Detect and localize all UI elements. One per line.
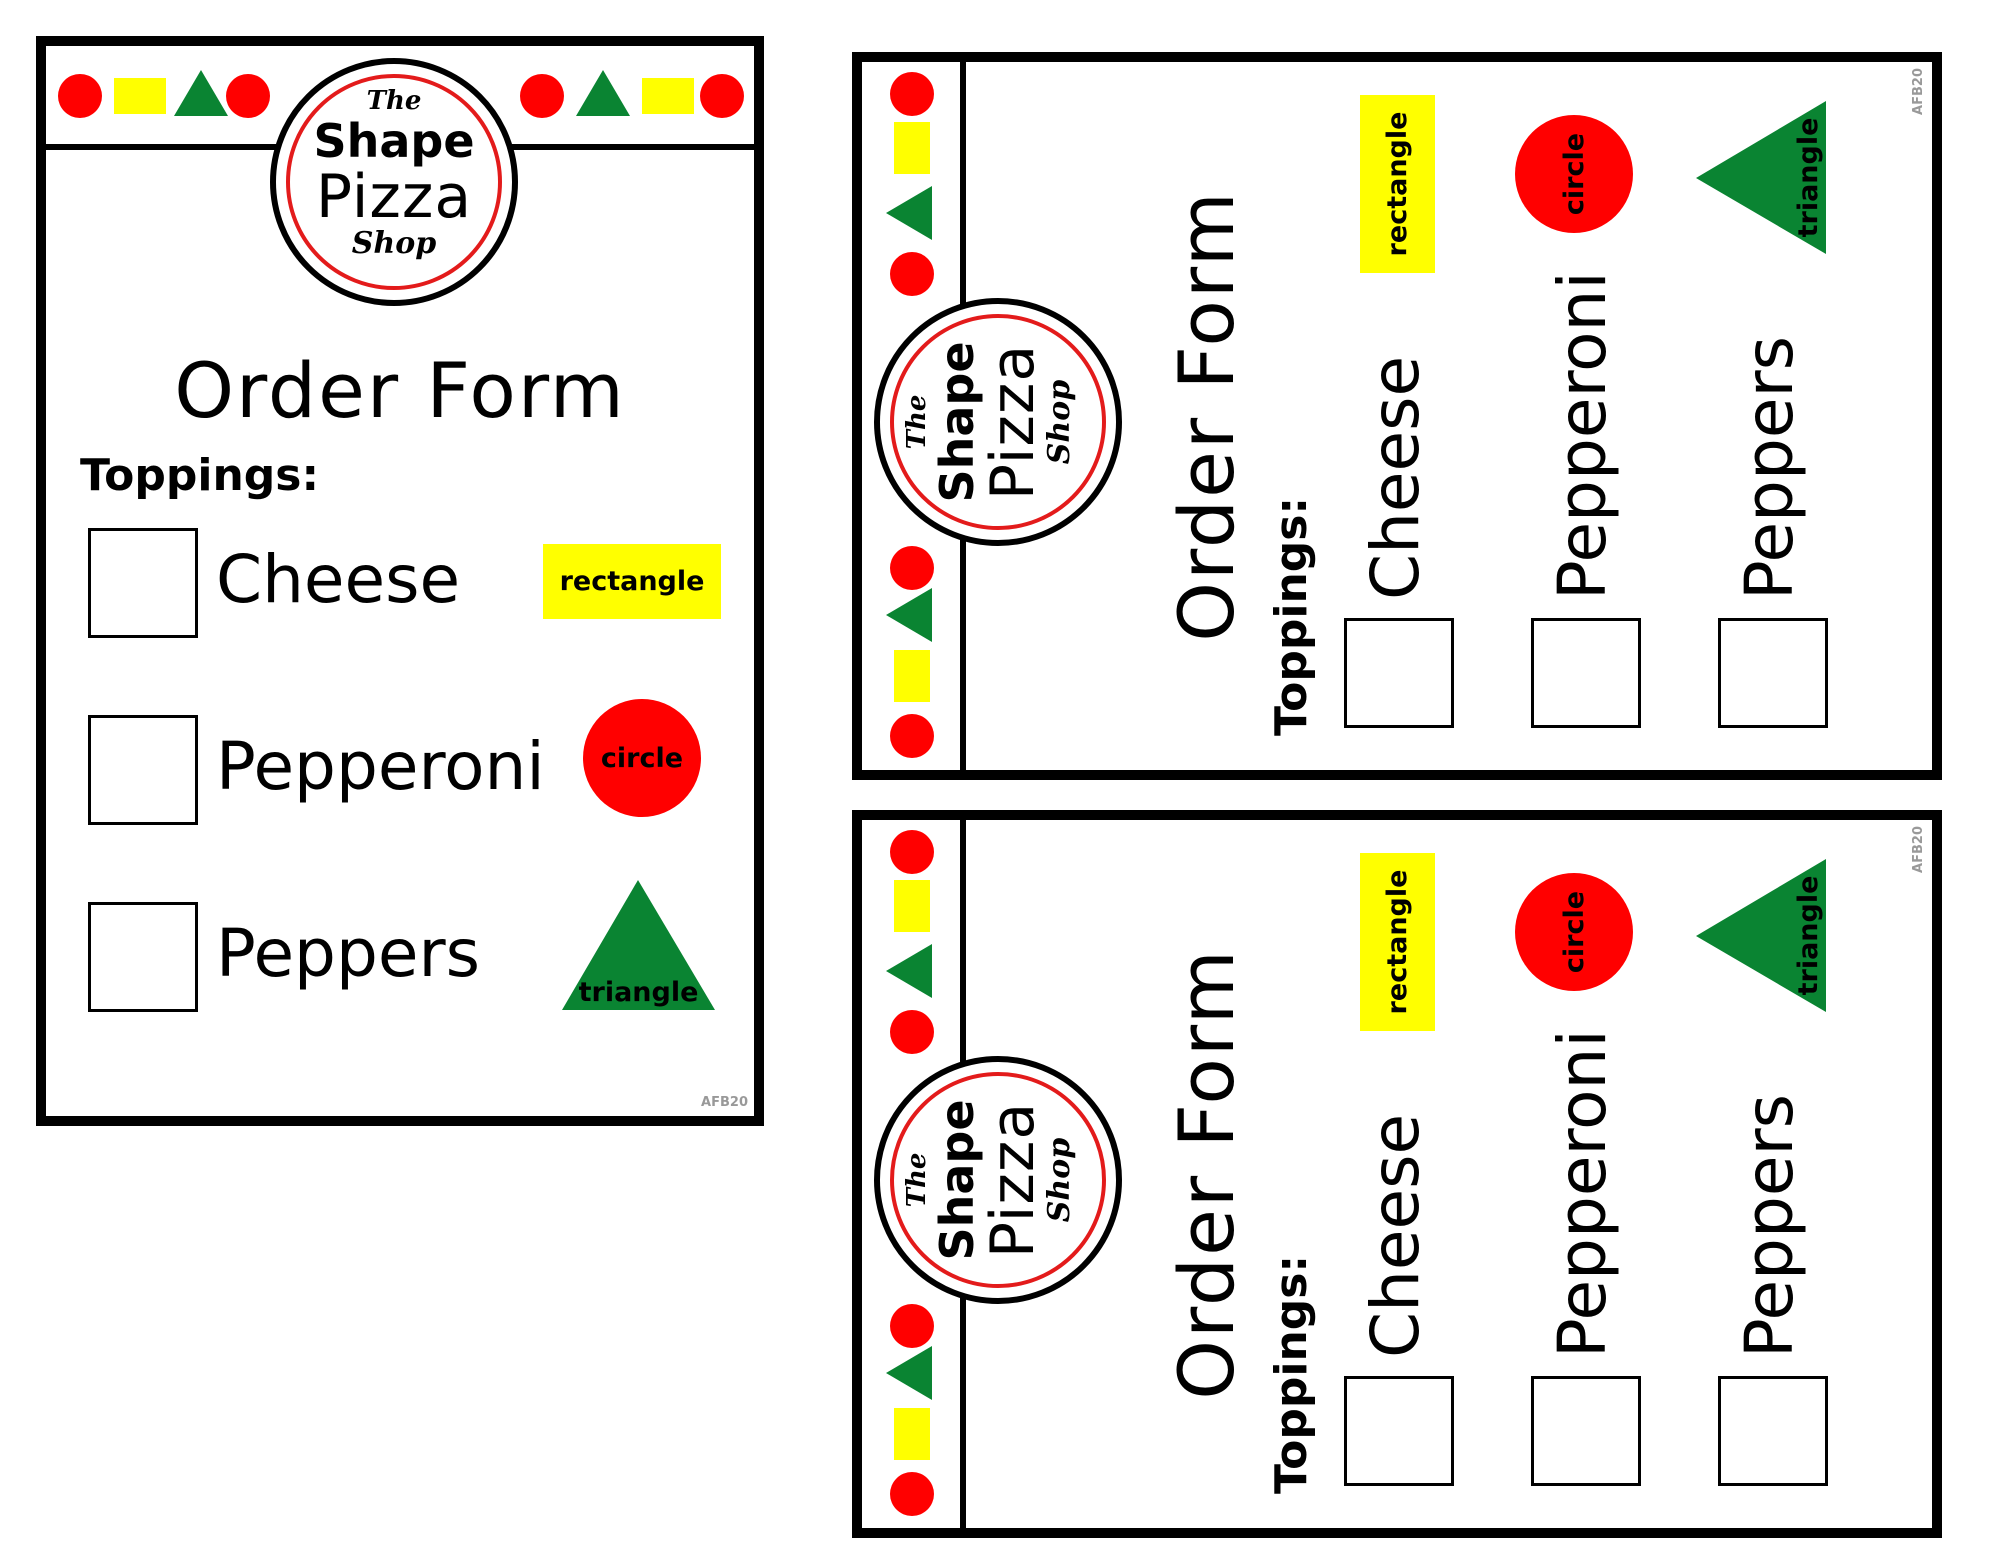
rectangle-icon <box>894 1408 930 1460</box>
cheese-checkbox[interactable] <box>1344 1376 1454 1486</box>
peppers-checkbox[interactable] <box>88 902 198 1012</box>
circle-icon <box>520 74 564 118</box>
circle-icon <box>890 252 934 296</box>
shape-pizza-shop-logo: The Shape Pizza Shop <box>270 58 518 306</box>
circle-icon <box>700 74 744 118</box>
logo-shape: Shape <box>930 1099 984 1261</box>
toppings-label: Toppings: <box>80 450 320 501</box>
circle-shape: circle <box>1515 115 1633 233</box>
topping-name: Pepperoni <box>1544 271 1621 600</box>
product-code: AFB20 <box>1911 68 1926 115</box>
triangle-label: triangle <box>1793 117 1824 238</box>
circle-shape: circle <box>583 699 701 817</box>
triangle-icon <box>886 944 932 998</box>
rectangle-shape: rectangle <box>543 544 721 619</box>
pepperoni-checkbox[interactable] <box>88 715 198 825</box>
logo-the: The <box>902 394 932 450</box>
peppers-checkbox[interactable] <box>1718 618 1828 728</box>
triangle-icon <box>886 1346 932 1400</box>
cheese-checkbox[interactable] <box>88 528 198 638</box>
logo-pizza: Pizza <box>978 1101 1048 1259</box>
circle-icon <box>890 714 934 758</box>
triangle-icon <box>576 70 630 116</box>
topping-name: Cheese <box>1357 355 1434 600</box>
logo-shape: Shape <box>313 114 475 168</box>
rectangle-shape: rectangle <box>1360 95 1435 273</box>
toppings-label: Toppings: <box>1266 1254 1317 1494</box>
triangle-label: triangle <box>1793 875 1824 996</box>
shape-pizza-shop-logo: The Shape Pizza Shop <box>874 298 1122 546</box>
rectangle-icon <box>642 78 694 114</box>
circle-icon <box>890 72 934 116</box>
topping-row-peppers: Peppers triangle <box>1696 846 1828 1486</box>
circle-icon <box>890 1304 934 1348</box>
circle-shape: circle <box>1515 873 1633 991</box>
circle-icon <box>890 1010 934 1054</box>
rectangle-icon <box>114 78 166 114</box>
topping-row-pepperoni: Pepperoni circle <box>1515 88 1641 728</box>
rectangle-icon <box>894 122 930 174</box>
order-form-card: The Shape Pizza Shop Order Form Toppings… <box>36 36 764 1126</box>
topping-row-pepperoni: Pepperoni circle <box>1515 846 1641 1486</box>
triangle-shape: triangle <box>1696 859 1826 1012</box>
topping-name: Pepperoni <box>216 728 545 805</box>
logo-shop: Shop <box>1042 379 1077 465</box>
topping-name: Pepperoni <box>1544 1029 1621 1358</box>
topping-row-pepperoni: Pepperoni circle <box>88 699 728 825</box>
topping-name: Peppers <box>216 915 480 992</box>
triangle-shape: triangle <box>562 880 715 1010</box>
rectangle-icon <box>894 650 930 702</box>
triangle-icon <box>174 70 228 116</box>
circle-icon <box>58 74 102 118</box>
topping-row-cheese: Cheese rectangle <box>1344 846 1454 1486</box>
topping-row-peppers: Peppers triangle <box>88 880 728 1012</box>
logo-the: The <box>902 1152 932 1208</box>
order-form-title: Order Form <box>174 346 626 435</box>
topping-row-peppers: Peppers triangle <box>1696 88 1828 728</box>
topping-name: Cheese <box>216 541 461 618</box>
triangle-icon <box>886 588 932 642</box>
circle-icon <box>890 830 934 874</box>
order-form-card: The Shape Pizza Shop Order Form Toppings… <box>852 810 1942 1538</box>
rectangle-icon <box>894 880 930 932</box>
triangle-label: triangle <box>578 977 699 1008</box>
landscape-order-form-top: The Shape Pizza Shop Order Form Toppings… <box>852 52 1944 780</box>
peppers-checkbox[interactable] <box>1718 1376 1828 1486</box>
cheese-checkbox[interactable] <box>1344 618 1454 728</box>
toppings-label: Toppings: <box>1266 496 1317 736</box>
landscape-order-form-bottom: The Shape Pizza Shop Order Form Toppings… <box>852 810 1944 1538</box>
logo-shape: Shape <box>930 341 984 503</box>
product-code: AFB20 <box>701 1095 748 1110</box>
triangle-shape: triangle <box>1696 101 1826 254</box>
order-form-title: Order Form <box>1162 190 1251 642</box>
product-code: AFB20 <box>1911 826 1926 873</box>
logo-the: The <box>366 86 422 116</box>
topping-name: Cheese <box>1357 1113 1434 1358</box>
triangle-icon <box>886 186 932 240</box>
topping-name: Peppers <box>1731 336 1808 600</box>
circle-icon <box>890 546 934 590</box>
logo-pizza: Pizza <box>978 343 1048 501</box>
triangle-icon <box>1696 101 1826 254</box>
logo-shop: Shop <box>351 226 437 261</box>
triangle-icon <box>1696 859 1826 1012</box>
topping-name: Peppers <box>1731 1094 1808 1358</box>
topping-row-cheese: Cheese rectangle <box>1344 88 1454 728</box>
logo-pizza: Pizza <box>315 162 473 232</box>
shape-pizza-shop-logo: The Shape Pizza Shop <box>874 1056 1122 1304</box>
pepperoni-checkbox[interactable] <box>1531 1376 1641 1486</box>
circle-icon <box>226 74 270 118</box>
logo-shop: Shop <box>1042 1137 1077 1223</box>
pepperoni-checkbox[interactable] <box>1531 618 1641 728</box>
circle-icon <box>890 1472 934 1516</box>
order-form-card: The Shape Pizza Shop Order Form Toppings… <box>852 52 1942 780</box>
triangle-icon <box>562 880 715 1010</box>
topping-row-cheese: Cheese rectangle <box>88 528 728 638</box>
logo-red-ring <box>286 74 502 290</box>
rectangle-shape: rectangle <box>1360 853 1435 1031</box>
order-form-title: Order Form <box>1162 948 1251 1400</box>
